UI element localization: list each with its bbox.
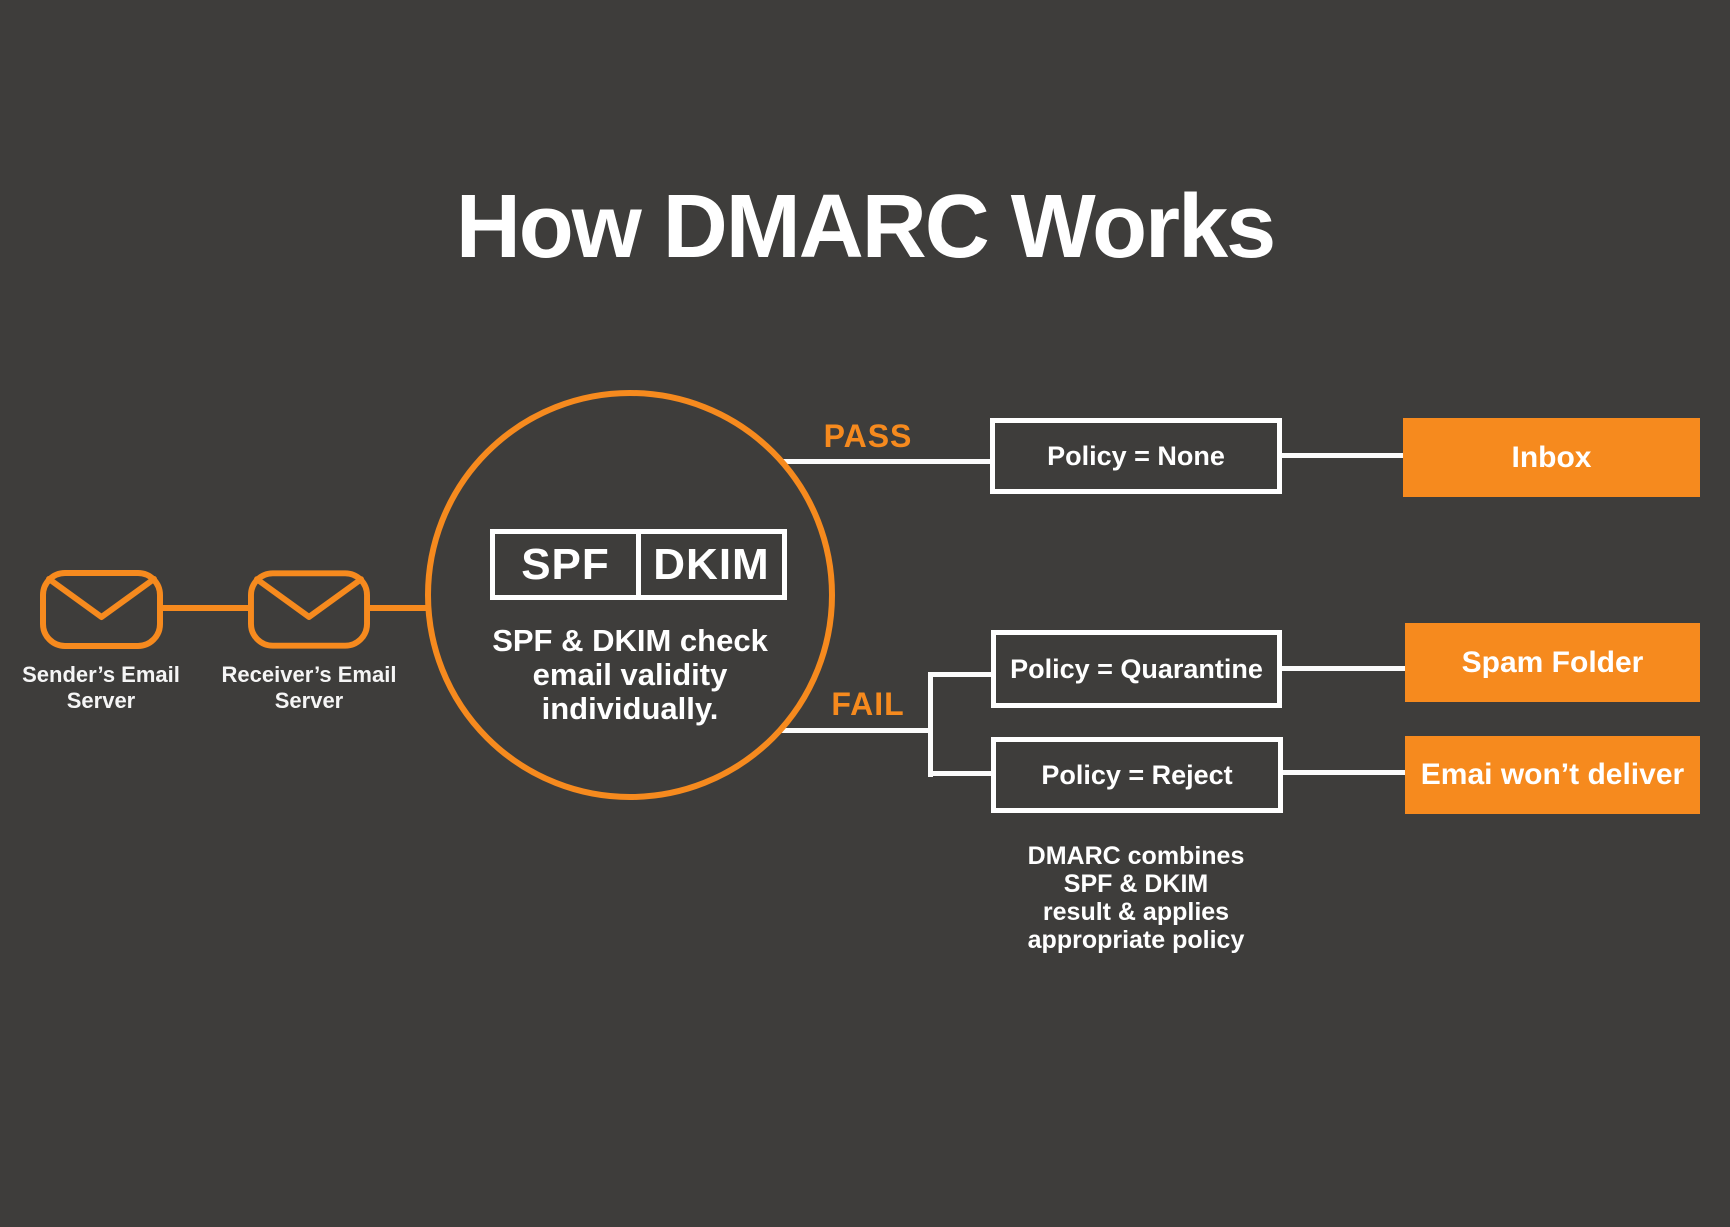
receiver-server-label: Receiver’s Email Server [221, 662, 397, 713]
connector-receiver-circle [370, 605, 432, 611]
sender-server-label: Sender’s Email Server [22, 662, 180, 713]
spf-dkim-box: SPF DKIM [490, 529, 787, 600]
outcome-spam-folder-box: Spam Folder [1405, 623, 1700, 702]
dkim-cell: DKIM [636, 534, 782, 595]
fail-branch-line [778, 728, 931, 733]
policy-reject-box: Policy = Reject [991, 737, 1283, 813]
fail-label: FAIL [831, 686, 905, 722]
connector-none-inbox [1282, 453, 1403, 458]
policy-reject-label: Policy = Reject [1041, 759, 1233, 790]
receiver-envelope-icon [248, 570, 370, 654]
connector-sender-receiver [163, 605, 248, 611]
policy-quarantine-label: Policy = Quarantine [1010, 653, 1263, 684]
outcome-inbox-label: Inbox [1511, 440, 1592, 474]
policy-quarantine-box: Policy = Quarantine [991, 630, 1282, 708]
circle-caption: SPF & DKIM check email validity individu… [492, 623, 768, 726]
page-title: How DMARC Works [455, 177, 1276, 277]
sender-envelope-icon [40, 570, 163, 654]
fail-bracket-top-stub [928, 672, 991, 677]
outcome-spam-folder-label: Spam Folder [1461, 645, 1644, 679]
fail-bracket-bottom-stub [928, 771, 991, 776]
pass-branch-line [775, 459, 990, 464]
dmarc-note: DMARC combines SPF & DKIM result & appli… [1027, 842, 1245, 954]
outcome-inbox-box: Inbox [1403, 418, 1700, 497]
outcome-no-delivery-label: Emai won’t deliver [1420, 758, 1685, 791]
connector-reject-nodelivery [1283, 770, 1405, 775]
connector-quarantine-spam [1282, 666, 1405, 671]
spf-cell: SPF [521, 539, 610, 589]
pass-label: PASS [823, 418, 913, 454]
policy-none-label: Policy = None [1047, 440, 1225, 471]
policy-none-box: Policy = None [990, 418, 1282, 494]
fail-bracket-vertical-line [928, 672, 933, 777]
outcome-no-delivery-box: Emai won’t deliver [1405, 736, 1700, 814]
